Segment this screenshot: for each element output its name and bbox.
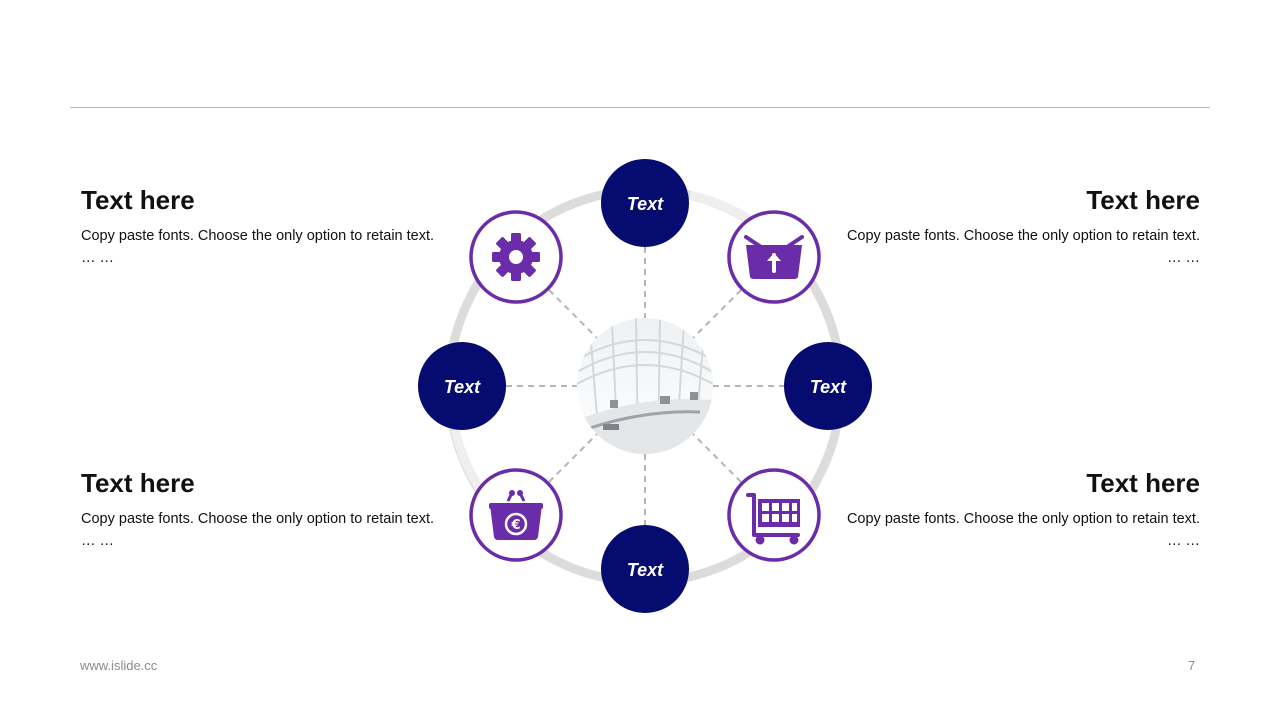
- node-top[interactable]: Text: [601, 159, 689, 247]
- text-block-top-left: Text here Copy paste fonts. Choose the o…: [81, 185, 441, 269]
- block-title: Text here: [1086, 468, 1200, 498]
- icon-node-shopping-cart[interactable]: [727, 468, 821, 562]
- icon-node-basket-euro[interactable]: €: [469, 468, 563, 562]
- text-block-bottom-left: Text here Copy paste fonts. Choose the o…: [81, 468, 441, 552]
- block-body: Copy paste fonts. Choose the only option…: [81, 511, 435, 549]
- block-body: Copy paste fonts. Choose the only option…: [846, 228, 1200, 266]
- node-label: Text: [627, 194, 664, 214]
- block-body: Copy paste fonts. Choose the only option…: [81, 228, 435, 266]
- node-label: Text: [627, 560, 664, 580]
- text-block-bottom-right: Text here Copy paste fonts. Choose the o…: [840, 468, 1200, 552]
- top-divider: [70, 107, 1210, 108]
- node-bottom[interactable]: Text: [601, 525, 689, 613]
- icon-node-gear[interactable]: [469, 210, 563, 304]
- page-number: 7: [1188, 658, 1196, 673]
- footer-url: www.islide.cc: [80, 658, 158, 673]
- block-title: Text here: [1086, 185, 1200, 215]
- svg-text:€: €: [510, 518, 520, 533]
- spokes: [506, 247, 784, 526]
- gear-icon: [492, 233, 540, 281]
- block-body: Copy paste fonts. Choose the only option…: [846, 511, 1200, 549]
- basket-upload-icon: [744, 235, 804, 279]
- shopping-cart-icon: [746, 493, 800, 545]
- node-label: Text: [444, 377, 481, 397]
- block-title: Text here: [81, 468, 195, 498]
- icon-node-basket-upload[interactable]: [727, 210, 821, 304]
- node-label: Text: [810, 377, 847, 397]
- center-photo: [577, 318, 713, 454]
- block-title: Text here: [81, 185, 195, 215]
- basket-euro-icon: €: [489, 490, 543, 540]
- text-block-top-right: Text here Copy paste fonts. Choose the o…: [840, 185, 1200, 269]
- node-left[interactable]: Text: [418, 342, 506, 430]
- node-right[interactable]: Text: [784, 342, 872, 430]
